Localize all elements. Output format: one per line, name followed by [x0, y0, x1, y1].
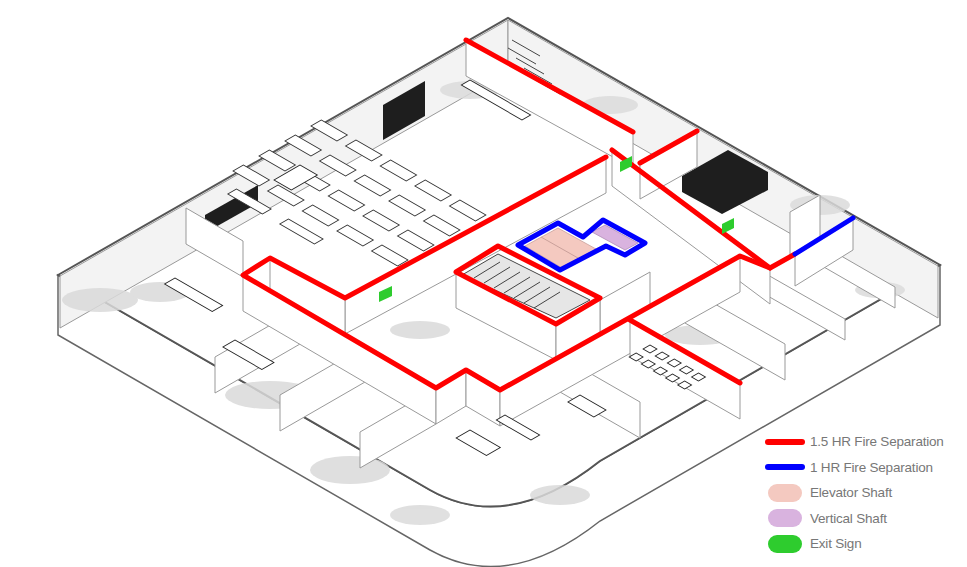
- legend-swatch: [768, 509, 802, 527]
- rated-wall-faces: [243, 40, 853, 426]
- wall-face: [630, 320, 740, 419]
- legend-item: 1.5 HR Fire Separation: [764, 429, 944, 455]
- shade: [530, 485, 590, 505]
- table: [274, 165, 317, 190]
- wall-face: [795, 218, 853, 286]
- wall-face: [466, 40, 633, 168]
- table: [165, 278, 223, 312]
- legend-swatch: [765, 464, 805, 470]
- legend: 1.5 HR Fire Separation 1 HR Fire Separati…: [764, 429, 944, 557]
- lab-bench: [424, 215, 460, 236]
- lab-bench: [337, 225, 373, 246]
- exit-signs: [379, 156, 734, 302]
- chair: [641, 360, 655, 368]
- legend-label: 1.5 HR Fire Separation: [810, 434, 944, 449]
- chair: [655, 352, 669, 360]
- legend-label: 1 HR Fire Separation: [810, 460, 933, 475]
- lab-bench: [380, 160, 416, 181]
- legend-item: Exit Sign: [764, 531, 944, 557]
- rated-wall: [518, 220, 645, 270]
- stair-tread: [534, 292, 560, 308]
- lab-bench: [389, 195, 425, 216]
- lab-bench: [346, 140, 382, 161]
- window-panel: [383, 81, 425, 140]
- lab-bench: [228, 189, 271, 214]
- chair: [679, 366, 693, 374]
- rated-wall: [466, 40, 633, 132]
- shade: [62, 288, 138, 312]
- legend-swatch-cell: [764, 509, 806, 527]
- dark-panels: [205, 81, 842, 272]
- table: [496, 415, 539, 440]
- lab-bench: [280, 219, 323, 244]
- legend-swatch: [765, 439, 805, 445]
- table: [456, 430, 500, 456]
- lab-bench: [398, 230, 434, 251]
- stair-tread: [512, 40, 540, 56]
- rated-wall: [243, 157, 795, 390]
- chair: [643, 345, 657, 353]
- chair: [653, 367, 667, 375]
- legend-item: Vertical Shaft: [764, 506, 944, 532]
- chair: [667, 359, 681, 367]
- seating: [629, 345, 705, 389]
- rated-wall: [640, 131, 697, 163]
- shade: [390, 505, 450, 525]
- legend-swatch-cell: [764, 439, 806, 445]
- table: [223, 340, 274, 370]
- legend-swatch-cell: [764, 484, 806, 502]
- rated-wall: [630, 320, 740, 383]
- stairs: [462, 40, 590, 318]
- floor-shading: [62, 81, 905, 525]
- shade: [390, 321, 450, 339]
- exit-sign: [620, 156, 632, 172]
- lab-bench: [285, 135, 321, 156]
- legend-label: Vertical Shaft: [810, 511, 887, 526]
- table: [461, 80, 530, 120]
- legend-swatch: [768, 484, 802, 502]
- lab-bench: [233, 165, 269, 186]
- lab-bench: [450, 200, 486, 221]
- lab-bench: [268, 185, 304, 206]
- table: [568, 395, 606, 417]
- shade: [310, 456, 390, 484]
- legend-item: 1 HR Fire Separation: [764, 455, 944, 481]
- chair: [678, 381, 692, 389]
- exit-sign: [379, 286, 392, 302]
- rated-wall: [795, 218, 853, 254]
- fire-separation-1hr: [518, 218, 853, 270]
- fire-separation-1-5hr: [243, 40, 795, 390]
- legend-swatch: [768, 535, 802, 553]
- chair: [666, 374, 680, 382]
- lab-bench: [302, 205, 338, 226]
- lab-bench: [259, 150, 295, 171]
- legend-swatch-cell: [764, 535, 806, 553]
- legend-label: Elevator Shaft: [810, 485, 892, 500]
- legend-label: Exit Sign: [810, 536, 861, 551]
- legend-swatch-cell: [764, 464, 806, 470]
- floor: [58, 18, 940, 507]
- chair: [629, 353, 643, 361]
- lab-bench: [320, 155, 356, 176]
- lab-bench: [372, 245, 408, 266]
- wall-face: [640, 131, 697, 199]
- exit-sign: [722, 218, 734, 234]
- lab-bench: [415, 180, 451, 201]
- lab-bench: [328, 190, 364, 211]
- lab-furniture: [210, 120, 485, 279]
- shaft-divider: [541, 237, 578, 258]
- chair: [692, 373, 706, 381]
- lab-bench: [363, 210, 399, 231]
- lab-bench: [311, 120, 347, 141]
- partition-wall: [186, 208, 243, 277]
- tables: [165, 80, 606, 456]
- lab-bench: [354, 175, 390, 196]
- legend-item: Elevator Shaft: [764, 480, 944, 506]
